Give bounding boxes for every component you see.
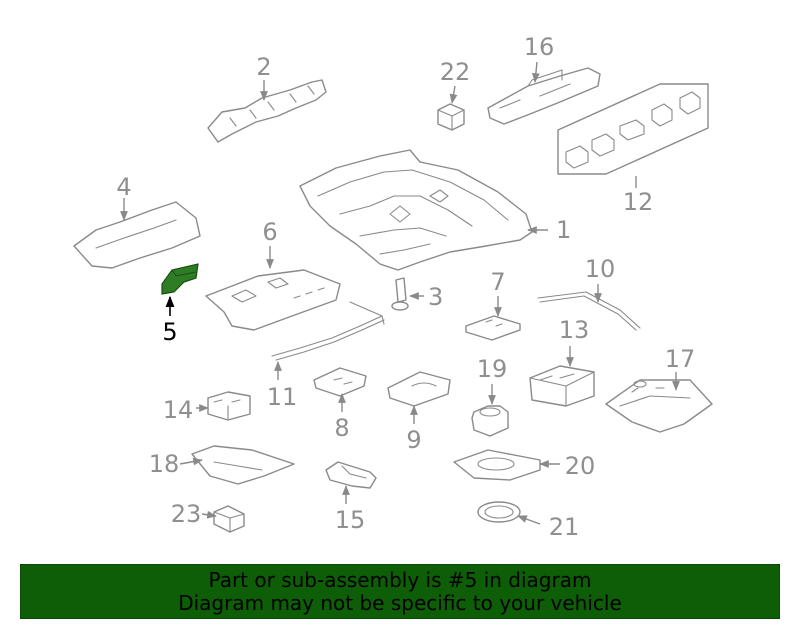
label-16: 16 [524,33,555,61]
part-4-cover-panel[interactable] [73,201,201,269]
parts-diagram: 1 2 3 4 5 6 7 8 9 10 11 12 13 14 15 16 1… [73,33,713,541]
label-7: 7 [490,268,505,296]
label-14: 14 [163,396,194,424]
label-18: 18 [149,450,180,478]
label-8: 8 [334,414,349,442]
label-13: 13 [559,316,590,344]
part-15-clip[interactable] [325,461,377,489]
part-8-bracket[interactable] [313,367,367,397]
part-6-circuit-board[interactable] [205,269,341,331]
label-10: 10 [585,255,616,283]
label-23: 23 [171,500,202,528]
part-5-highlighted[interactable] [161,263,199,295]
leader-lines [120,61,680,525]
label-3: 3 [428,283,443,311]
label-21: 21 [549,513,580,541]
part-7-plate[interactable] [465,315,521,341]
part-16-switch-housing[interactable] [487,67,601,125]
label-2: 2 [256,53,271,81]
part-9-mounting-plate[interactable] [387,371,451,407]
label-11: 11 [267,383,298,411]
part-14-connector[interactable] [207,391,251,421]
label-20: 20 [565,452,596,480]
label-1: 1 [556,216,571,244]
label-19: 19 [477,355,508,383]
part-18-tray[interactable] [191,445,295,485]
part-23-clip[interactable] [213,505,245,533]
part-3-screw[interactable] [391,277,409,311]
part-11-wire-harness[interactable] [271,301,385,361]
info-banner: Part or sub-assembly is #5 in diagram Di… [20,564,780,619]
banner-line-disclaimer: Diagram may not be specific to your vehi… [178,590,622,615]
part-22-connector[interactable] [437,103,465,131]
label-6: 6 [262,218,277,246]
part-21-ring[interactable] [477,501,521,523]
banner-line-part-info: Part or sub-assembly is #5 in diagram [208,567,592,592]
label-9: 9 [406,426,421,454]
part-13-switch-block[interactable] [529,365,595,407]
label-12: 12 [623,188,654,216]
part-19-knob[interactable] [471,405,509,437]
part-12-button-set[interactable] [557,83,709,175]
label-4: 4 [116,173,131,201]
label-17: 17 [665,345,696,373]
label-5-highlighted: 5 [162,318,177,346]
part-20-ring-plate[interactable] [453,449,541,481]
label-22: 22 [440,58,471,86]
part-1-console-housing[interactable] [299,149,533,271]
label-15: 15 [335,506,366,534]
part-17-lamp-housing[interactable] [605,379,713,433]
part-10-wire-harness[interactable] [537,291,641,331]
part-2-bracket[interactable] [207,79,327,143]
